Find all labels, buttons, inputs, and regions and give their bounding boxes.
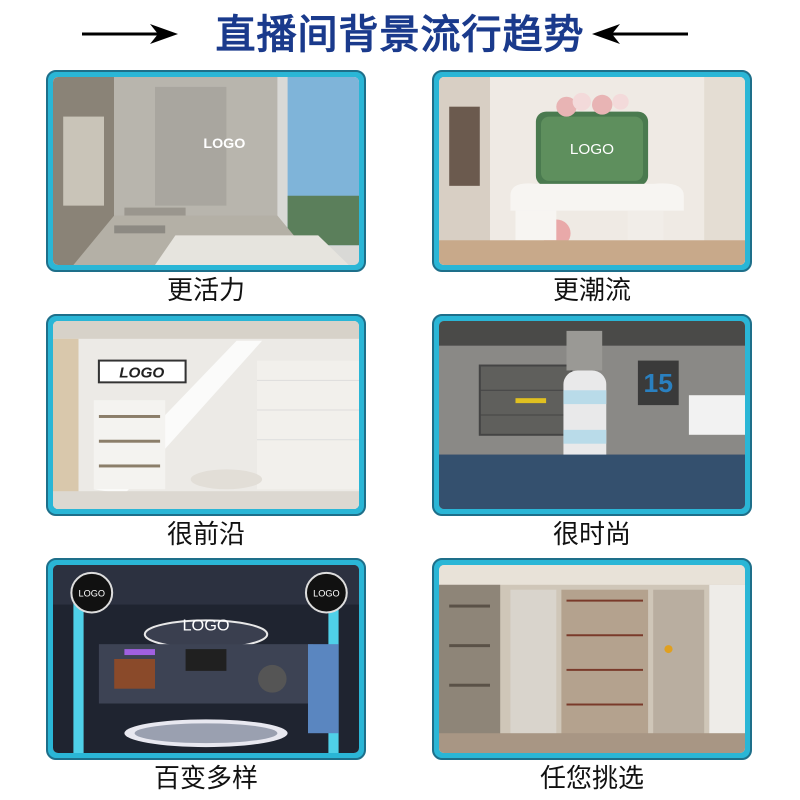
- scene-card-2[interactable]: LOGO: [432, 70, 752, 272]
- logo-text: LOGO: [203, 135, 245, 151]
- scene-card-1[interactable]: LOGO: [46, 70, 366, 272]
- logo-text: LOGO: [119, 365, 164, 382]
- page-title: 直播间背景流行趋势: [215, 12, 585, 58]
- scene-card-5[interactable]: LOGO LOGO LOGO: [46, 558, 366, 760]
- logo-text: LOGO: [182, 617, 229, 635]
- svg-text:15: 15: [644, 369, 673, 399]
- scene-image-5: LOGO LOGO LOGO: [53, 565, 359, 753]
- scene-card-3[interactable]: LOGO: [46, 314, 366, 516]
- caption-4: 很时尚: [552, 520, 631, 550]
- caption-1: 更活力: [166, 276, 245, 306]
- scene-card-6[interactable]: [432, 558, 752, 760]
- logo-text: LOGO: [79, 589, 106, 599]
- caption-5: 百变多样: [153, 764, 258, 794]
- caption-2: 更潮流: [552, 276, 631, 306]
- scene-card-4[interactable]: 15: [432, 314, 752, 516]
- scene-image-3: LOGO: [53, 321, 359, 509]
- scene-image-4: 15: [439, 321, 745, 509]
- scene-image-1: LOGO: [53, 77, 359, 265]
- caption-6: 任您挑选: [539, 764, 644, 794]
- arrow-right-icon: [82, 24, 178, 44]
- scene-image-6: [439, 565, 745, 753]
- logo-text: LOGO: [570, 141, 614, 158]
- header: 直播间背景流行趋势: [0, 0, 800, 70]
- caption-3: 很前沿: [166, 520, 245, 550]
- scene-image-2: LOGO: [439, 77, 745, 265]
- logo-text: LOGO: [313, 589, 340, 599]
- arrow-left-icon: [592, 24, 688, 44]
